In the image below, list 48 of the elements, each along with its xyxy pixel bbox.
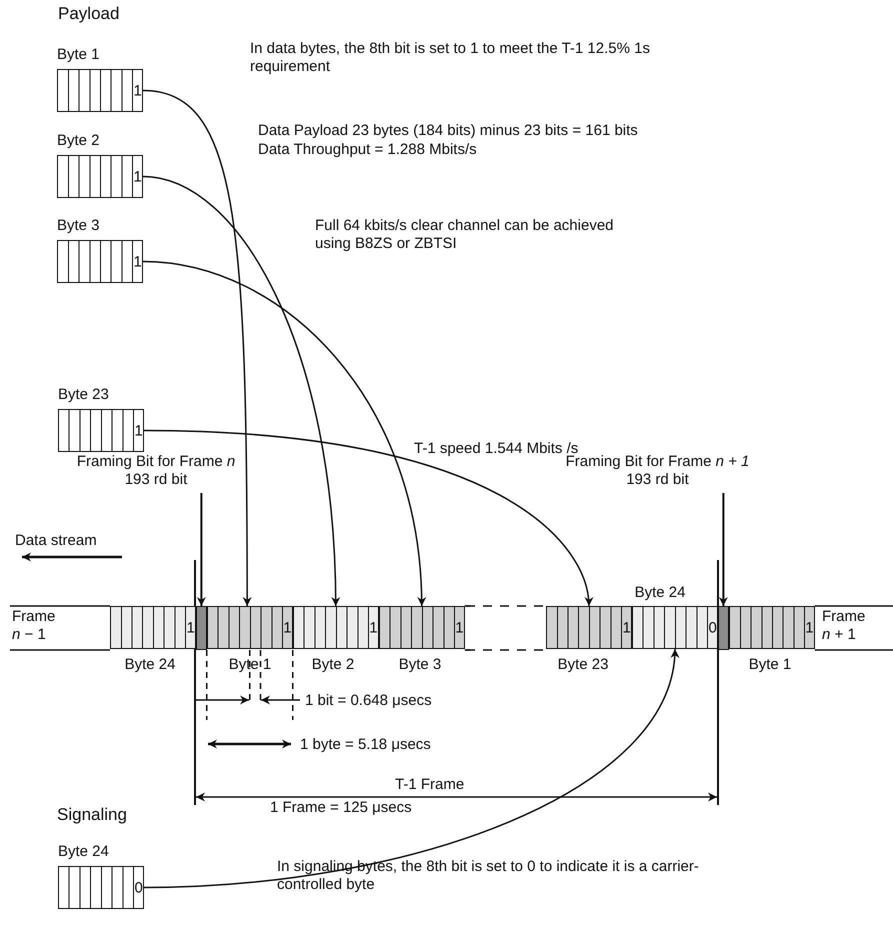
dimension-label: T-1 Frame — [395, 776, 464, 794]
framing-bit-label: Framing Bit for Frame n + 1 — [566, 453, 750, 470]
framing-bit-cell — [196, 606, 207, 650]
byte-label: Byte 23 — [558, 656, 608, 674]
frame-label: Frame n − 1 — [12, 608, 56, 644]
note-text: In data bytes, the 8th bit is set to 1 to meet the T-1 12.5% 1s requirement — [250, 40, 651, 76]
byte-label: Byte 1 — [228, 656, 272, 674]
byte-label: Byte 24 — [124, 656, 176, 674]
framing-bit-cell — [718, 606, 729, 650]
dimension-label: 1 bit = 0.648 μsecs — [305, 692, 432, 710]
byte-label: Byte 2 — [57, 132, 100, 150]
bit-value: 1 — [133, 423, 144, 438]
arrow — [718, 493, 728, 606]
byte-label: Byte 2 — [312, 656, 354, 674]
arrow — [142, 260, 426, 606]
bit-value: 1 — [132, 254, 143, 269]
byte-label: Byte 24 — [634, 584, 686, 602]
byte-label: Byte 23 — [58, 386, 109, 404]
bit-value: 1 — [185, 620, 196, 635]
arrow — [144, 430, 592, 606]
bit-value: 1 — [282, 620, 293, 635]
bit-value: 1 — [621, 620, 632, 635]
note-text: Data Throughput = 1.288 Mbits/s — [258, 141, 477, 159]
dimension-label: 1 Frame = 125 μsecs — [270, 799, 412, 817]
direction-label: Data stream — [15, 532, 97, 550]
arrow — [142, 176, 340, 606]
note-text: Full 64 kbits/s clear channel can be achieved using B8ZS or ZBTSI — [315, 217, 615, 253]
byte-label: Byte 1 — [748, 656, 792, 674]
section-heading: Payload — [58, 5, 120, 23]
bit-value: 1 — [132, 169, 143, 184]
arrow — [144, 648, 678, 888]
arrow — [142, 90, 252, 606]
arrow — [196, 493, 206, 606]
dimension-label: 1 byte = 5.18 μsecs — [300, 736, 431, 754]
byte-label: Byte 3 — [57, 217, 100, 235]
bit-value: 1 — [132, 83, 143, 98]
bit-value: 1 — [368, 620, 379, 635]
byte-label: Byte 1 — [57, 46, 100, 64]
bit-value: 1 — [454, 620, 465, 635]
bit-value: 0 — [707, 620, 718, 635]
byte-label: Byte 3 — [398, 656, 442, 674]
bit-value: 1 — [804, 620, 815, 635]
framing-bit-label: Framing Bit for Frame n — [76, 453, 236, 470]
frame-label: Frame n + 1 — [822, 608, 866, 644]
bit-value: 0 — [133, 880, 144, 895]
section-heading: Signaling — [57, 806, 127, 824]
note-text: Data Payload 23 bytes (184 bits) minus 23 bits = 161 bits — [258, 122, 638, 140]
byte-label: Byte 24 — [58, 843, 109, 861]
